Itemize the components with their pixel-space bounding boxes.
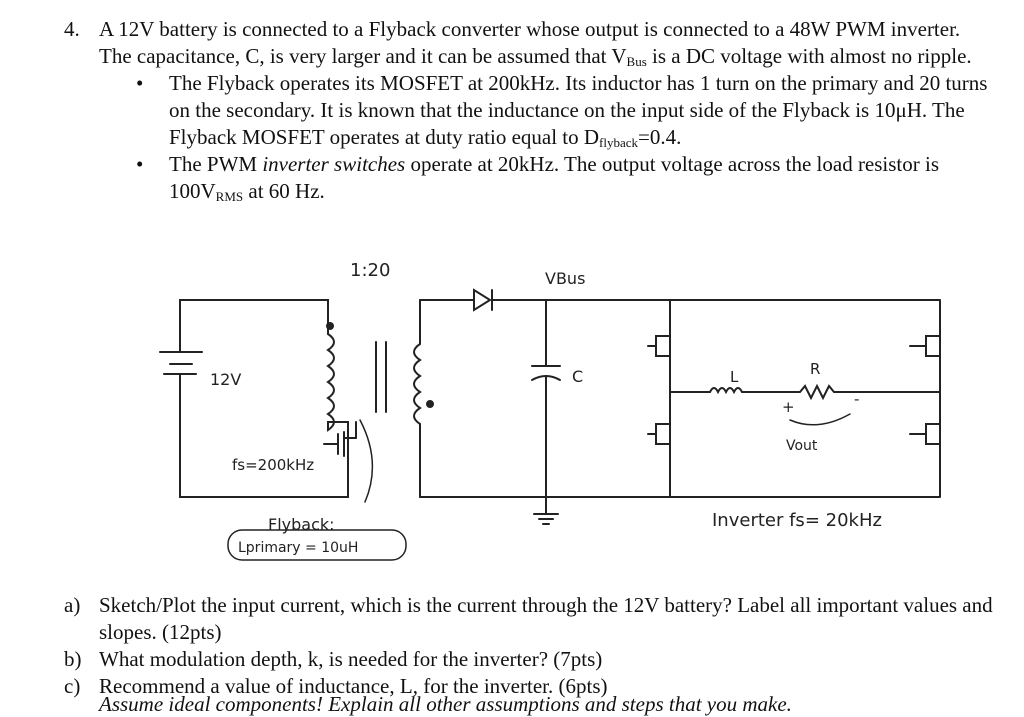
flyback-label: Flyback:: [268, 515, 335, 534]
battery-label: 12V: [210, 370, 241, 389]
bullet2-subscript: RMS: [215, 189, 244, 204]
ground-symbol: [533, 496, 559, 525]
bullet1-text-b: =0.4.: [638, 125, 682, 149]
bullet1-text-a: The Flyback operates its MOSFET at 200kH…: [169, 71, 988, 149]
question-list: a) Sketch/Plot the input current, which i…: [64, 592, 994, 700]
stem-subscript: Bus: [626, 54, 647, 69]
mosfet-bottom-left: [647, 423, 671, 445]
diode-symbol: [467, 288, 499, 312]
problem-stem: A 12V battery is connected to a Flyback …: [99, 16, 994, 70]
inverter-leg-right: [829, 299, 941, 498]
primary-winding: [326, 333, 349, 458]
question-b: b) What modulation depth, k, is needed fo…: [64, 646, 994, 673]
question-b-label: b): [64, 647, 82, 671]
inverter-label: Inverter fs= 20kHz: [712, 510, 882, 531]
question-b-text: What modulation depth, k, is needed for …: [99, 647, 603, 671]
bus-bottom: [419, 375, 831, 498]
question-a: a) Sketch/Plot the input current, which i…: [64, 592, 994, 646]
vbus-label: VBus: [545, 269, 585, 288]
secondary-winding: [413, 299, 422, 498]
bullet2-text-a: The PWM: [169, 152, 263, 176]
stem-text-1: A 12V battery is connected to a Flyback …: [99, 17, 961, 68]
bullet-dot: •: [136, 71, 144, 95]
vout-label: Vout: [786, 438, 818, 454]
res-label: R: [810, 360, 820, 378]
bullet1-subscript: flyback: [599, 135, 639, 150]
bullet2-italic: inverter switches: [262, 152, 406, 176]
mosfet-top-right: [909, 335, 941, 357]
secondary-dot: [426, 400, 434, 408]
question-c-label: c): [64, 674, 81, 698]
bullet-inverter: • The PWM inverter switches operate at 2…: [64, 151, 994, 205]
primary-loop: [179, 299, 349, 498]
question-a-text: Sketch/Plot the input current, which is …: [99, 593, 993, 644]
bullet-flyback: • The Flyback operates its MOSFET at 200…: [64, 70, 994, 151]
question-c: c) Recommend a value of inductance, L, fo…: [64, 673, 994, 700]
lprimary-box: [227, 529, 407, 561]
bullet-list: • The Flyback operates its MOSFET at 200…: [64, 70, 994, 205]
primary-dot: [326, 322, 334, 330]
cap-label: C: [572, 367, 583, 386]
problem-4: 4. A 12V battery is connected to a Flyba…: [64, 16, 994, 205]
battery-symbol: [159, 309, 203, 381]
flyback-mosfet: [323, 421, 357, 457]
bullet-dot: •: [136, 152, 144, 176]
turns-ratio: 1:20: [350, 260, 390, 281]
question-c-text: Recommend a value of inductance, L, for …: [99, 674, 608, 698]
lprimary-label: Lprimary = 10uH: [238, 540, 358, 556]
mosfet-bottom-right: [909, 423, 941, 445]
fs-flyback-label: fs=200kHz: [232, 456, 314, 474]
cutoff-line: Assume ideal components! Explain all oth…: [99, 692, 792, 716]
bullet2-text-b: operate at 20kHz. The output voltage acr…: [169, 152, 940, 203]
mosfet-top-left: [647, 335, 671, 357]
problem-number: 4.: [64, 17, 80, 41]
vout-plus: +: [782, 398, 795, 416]
stem-text-2: is a DC voltage with almost no ripple.: [646, 44, 972, 68]
circuit-diagram: 12V 1:20 fs=200kHz Flyback: Lprimary = 1…: [159, 260, 941, 561]
callout-arrow: [359, 419, 374, 503]
vout-arrow: [789, 413, 851, 426]
load-wire: [669, 383, 941, 401]
bullet2-text-c: at 60 Hz.: [243, 179, 325, 203]
question-a-label: a): [64, 593, 81, 617]
ind-label: L: [730, 368, 739, 386]
vout-minus: -: [854, 390, 859, 408]
